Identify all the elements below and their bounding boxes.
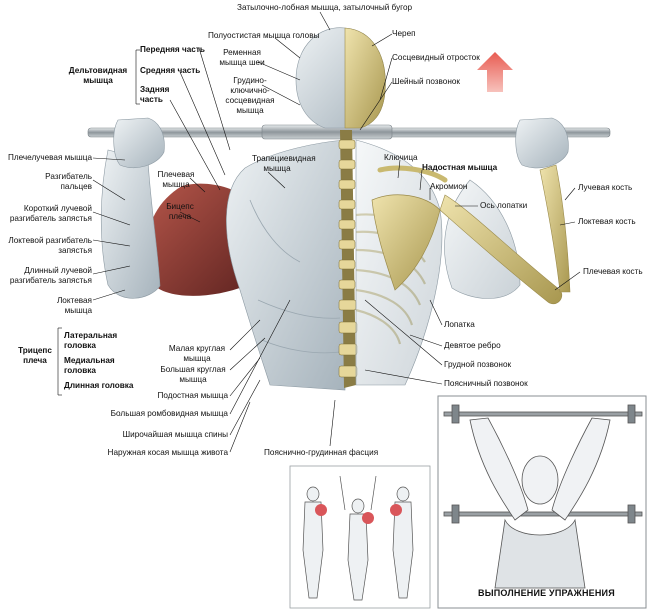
label-ext-carpi-brevis: Короткий лучевой разгибатель запястья	[9, 204, 92, 223]
humerus-bone	[439, 194, 563, 305]
label-supraspinatus: Надостная мышца	[422, 163, 498, 172]
right-fist	[515, 117, 569, 169]
label-trapezius: Трапециевидная мышца	[252, 154, 316, 173]
label-humerus: Плечевая кость	[583, 267, 643, 276]
left-fist	[113, 117, 165, 169]
up-arrow-icon	[477, 52, 513, 92]
left-forearm	[100, 149, 161, 299]
label-skull: Череп	[392, 29, 416, 38]
label-triceps: Трицепс плеча	[18, 346, 52, 365]
small-figures	[302, 475, 414, 601]
label-infraspinatus: Подостная мышца	[157, 391, 228, 400]
label-splenius: Ременная мышца шеи	[219, 48, 265, 67]
label-brachioradialis: Плечелучевая мышца	[7, 153, 92, 162]
label-teres-major: Большая круглая мышца	[160, 365, 226, 384]
label-mastoid: Сосцевидный отросток	[392, 53, 480, 62]
label-anconeus: Локтевая мышца	[56, 296, 92, 315]
label-scapula: Лопатка	[444, 320, 475, 329]
label-radius: Лучевая кость	[578, 183, 633, 192]
label-deltoid-rear: Задняя часть	[140, 85, 170, 104]
label-latissimus: Широчайшая мышца спины	[122, 430, 228, 439]
clavicle-bone	[377, 165, 448, 183]
label-clavicle: Ключица	[384, 153, 418, 162]
label-ext-oblique: Наружная косая мышца живота	[107, 448, 228, 457]
label-deltoid-front: Передняя часть	[140, 45, 205, 54]
label-thoracic: Грудной позвонок	[444, 360, 512, 369]
label-sternocleidomastoid: Грудино-ключично-сосцевидная мышца	[225, 76, 275, 115]
label-thoracolumbar: Пояснично-грудинная фасция	[264, 448, 379, 457]
label-ext-carpi-ulnaris: Локтевой разгибатель запястья	[8, 236, 92, 255]
label-brachialis: Плечевая мышца	[157, 170, 195, 189]
label-rhomboid: Большая ромбовидная мышца	[110, 409, 228, 418]
label-biceps: Бицепс плеча	[166, 202, 194, 221]
label-cervical: Шейный позвонок	[392, 77, 461, 86]
label-triceps-lateral: Латеральная головка	[64, 331, 118, 350]
label-triceps-long: Длинная головка	[64, 381, 134, 390]
label-ext-digitorum: Разгибатель пальцев	[45, 172, 92, 191]
label-galea: Полуостистая мышца головы	[208, 31, 320, 40]
back-muscles	[226, 139, 346, 391]
scapula-bone	[371, 194, 441, 291]
label-ext-carpi-longus: Длинный лучевой разгибатель запястья	[9, 266, 92, 285]
label-deltoid-mid: Средняя часть	[140, 66, 201, 75]
label-acromion: Акромион	[430, 182, 468, 191]
forearm-bones	[539, 164, 571, 293]
label-triceps-medial: Медиальная головка	[64, 356, 115, 375]
label-lumbar: Поясничный позвонок	[444, 379, 528, 388]
label-scapula-spine: Ось лопатки	[480, 201, 528, 210]
label-teres-minor: Малая круглая мышца	[168, 344, 226, 363]
exercise-figure	[443, 404, 643, 589]
exercise-caption: ВЫПОЛНЕНИЕ УПРАЖНЕНИЯ	[478, 588, 615, 598]
label-deltoid: Дельтовидная мышца	[68, 66, 128, 85]
label-ulna: Локтевая кость	[578, 217, 636, 226]
label-occipitofrontalis: Затылочно-лобная мышца, затылочный бугор	[237, 3, 413, 12]
label-ninth-rib: Девятое ребро	[444, 341, 501, 350]
